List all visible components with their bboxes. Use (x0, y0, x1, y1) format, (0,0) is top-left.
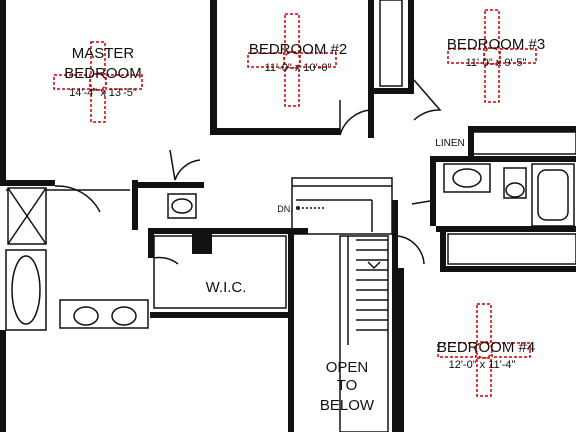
bedroom2-dims: 11'-0" x 10'-0" (265, 62, 332, 74)
bedroom4-label: BEDROOM #4 (437, 339, 535, 356)
stair-down-label: DN. (277, 204, 293, 214)
master-bedroom-label: BEDROOM (64, 65, 142, 82)
linen-label: LINEN (435, 138, 464, 149)
door-swing-icon (169, 149, 201, 181)
door-swing-icon (54, 185, 101, 213)
ceiling-fan-icon (437, 303, 531, 397)
bedroom3-label: BEDROOM #3 (447, 36, 545, 53)
master-bedroom-label: MASTER (72, 45, 135, 62)
bedroom4-dims: 12'-0" x 11'-4" (449, 359, 516, 371)
door-swing-icon (339, 100, 371, 136)
doors (54, 79, 442, 265)
ceiling-fan-icon (53, 41, 143, 123)
ceiling-fans (53, 9, 537, 397)
structure-lines (6, 0, 576, 432)
sink-icon (59, 299, 149, 329)
wic-label: W.I.C. (206, 279, 247, 296)
sink-icon (443, 163, 491, 193)
fixtures (5, 163, 575, 331)
door-swing-icon (153, 256, 179, 265)
open-to-below-label: OPEN (326, 359, 369, 376)
open-to-below-label: TO (337, 377, 358, 394)
ceiling-fan-icon (247, 13, 337, 107)
door-swing-icon (413, 79, 442, 121)
bedroom2-label: BEDROOM #2 (249, 41, 347, 58)
door-swing-icon (411, 199, 437, 205)
door-swing-icon (397, 235, 425, 265)
staircase (291, 177, 393, 345)
open-to-below-label: BELOW (320, 397, 375, 414)
bedroom3-dims: 11'-0" x 9'-5" (466, 57, 527, 69)
room-labels: MASTER BEDROOM 14'-4" x 13'-5" BEDROOM #… (64, 36, 545, 414)
ceiling-fan-icon (447, 9, 537, 103)
master-bedroom-dims: 14'-4" x 13'-5" (69, 87, 137, 99)
